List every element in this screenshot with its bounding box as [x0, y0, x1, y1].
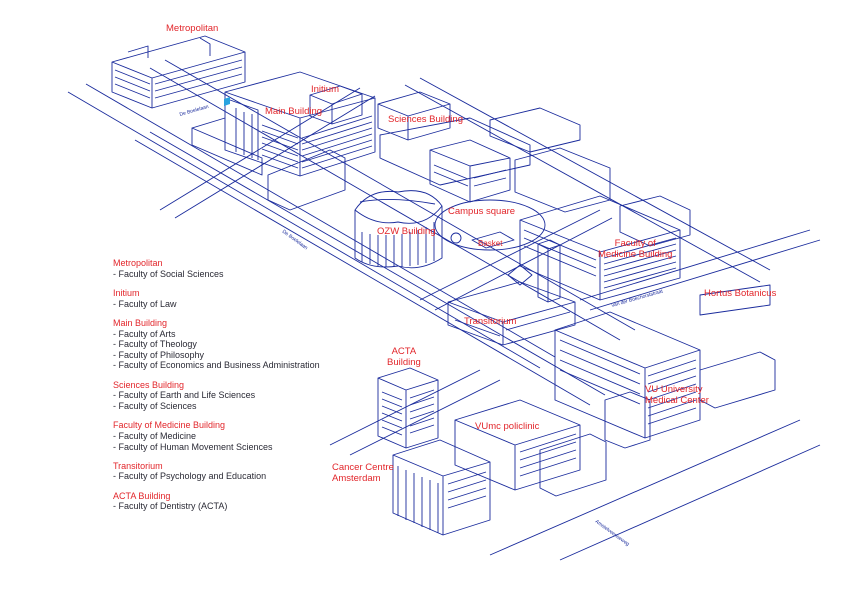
label-sciences-building[interactable]: Sciences Building — [388, 114, 463, 125]
acta-building-drawing — [377, 367, 439, 449]
metropolitan-building-drawing — [111, 35, 246, 109]
label-acta-line-2: Building — [387, 357, 421, 368]
label-basket[interactable]: Basket — [478, 239, 503, 248]
legend-item: - Faculty of Theology — [113, 339, 197, 350]
label-faculty-of-medicine-line-1: Faculty of — [614, 238, 656, 249]
label-campus-square[interactable]: Campus square — [448, 206, 516, 217]
ozw-building-drawing — [354, 190, 462, 269]
legend-heading: Initium — [113, 287, 140, 298]
legend-group-metropolitan: Metropolitan - Faculty of Social Science… — [113, 258, 363, 279]
street-label-boelelaan-north: De Boelelaan — [179, 104, 210, 118]
faculty-legend: Metropolitan - Faculty of Social Science… — [113, 258, 363, 521]
label-faculty-of-medicine-building[interactable]: Faculty of Medicine Building — [598, 238, 672, 260]
legend-item: - Faculty of Medicine — [113, 430, 197, 441]
street-label-buuschenstraat: van der Boechorststraat — [611, 288, 664, 309]
label-vu-medical-center-line-2: Medical Center — [645, 395, 709, 406]
legend-item: - Faculty of Dentistry (ACTA) — [113, 501, 228, 512]
legend-heading: ACTA Building — [113, 490, 171, 501]
legend-item: - Faculty of Earth and Life Sciences — [113, 390, 256, 401]
cancer-centre-amsterdam-drawing — [392, 439, 491, 536]
legend-group-initium: Initium - Faculty of Law — [113, 288, 363, 309]
legend-item: - Faculty of Law — [113, 298, 177, 309]
sciences-building-drawing — [377, 91, 581, 203]
transitorium-drawing — [447, 239, 576, 346]
main-building-drawing — [191, 71, 376, 211]
street-label-amstelveenseweg: Amstelveenseweg — [594, 519, 631, 548]
legend-item: - Faculty of Human Movement Sciences — [113, 441, 273, 452]
label-acta-building[interactable]: ACTA Building — [387, 346, 421, 368]
legend-heading: Faculty of Medicine Building — [113, 420, 226, 431]
campus-square-drawing — [434, 199, 546, 251]
vumc-policlinic-drawing — [454, 399, 607, 497]
legend-item: - Faculty of Economics and Business Admi… — [113, 360, 320, 371]
legend-group-main-building: Main Building - Faculty of Arts - Facult… — [113, 318, 363, 371]
legend-group-transitorium: Transitorium - Faculty of Psychology and… — [113, 461, 363, 482]
legend-group-sciences-building: Sciences Building - Faculty of Earth and… — [113, 380, 363, 412]
label-faculty-of-medicine-line-2: Medicine Building — [598, 249, 673, 260]
legend-item: - Faculty of Sciences — [113, 400, 197, 411]
entrance-marker — [224, 97, 230, 106]
label-initium[interactable]: Initium — [311, 84, 339, 95]
legend-heading: Main Building — [113, 317, 168, 328]
vu-medical-center-drawing — [554, 311, 776, 449]
label-acta-line-1: ACTA — [391, 346, 417, 357]
label-ozw-building[interactable]: OZW Building — [377, 226, 436, 237]
legend-group-faculty-of-medicine: Faculty of Medicine Building - Faculty o… — [113, 420, 363, 452]
label-cancer-centre-line-2: Amsterdam — [332, 473, 381, 484]
legend-heading: Transitorium — [113, 460, 163, 471]
label-cancer-centre-amsterdam[interactable]: Cancer Centre Amsterdam — [332, 462, 394, 484]
label-transitorium[interactable]: Transitorium — [464, 316, 517, 327]
faculty-of-medicine-building-drawing — [514, 147, 691, 301]
label-vu-medical-center-line-1: VU University — [645, 384, 703, 395]
legend-item: - Faculty of Social Sciences — [113, 268, 224, 279]
initium-building-drawing — [309, 85, 363, 125]
basket-drawing — [471, 231, 515, 249]
legend-group-acta-building: ACTA Building - Faculty of Dentistry (AC… — [113, 491, 363, 512]
label-cancer-centre-line-1: Cancer Centre — [332, 462, 394, 473]
legend-item: - Faculty of Psychology and Education — [113, 471, 267, 482]
label-metropolitan[interactable]: Metropolitan — [166, 23, 219, 34]
street-label-boelelaan-west: De Boelelaan — [281, 229, 309, 252]
legend-item: - Faculty of Philosophy — [113, 349, 205, 360]
legend-item: - Faculty of Arts — [113, 328, 176, 339]
label-main-building[interactable]: Main Building — [265, 106, 323, 117]
legend-heading: Metropolitan — [113, 258, 163, 268]
label-vumc-policlinic[interactable]: VUmc policlinic — [475, 421, 540, 432]
legend-heading: Sciences Building — [113, 379, 185, 390]
label-vu-university-medical-center[interactable]: VU University Medical Center — [645, 384, 709, 406]
label-hortus-botanicus[interactable]: Hortus Botanicus — [704, 288, 777, 299]
